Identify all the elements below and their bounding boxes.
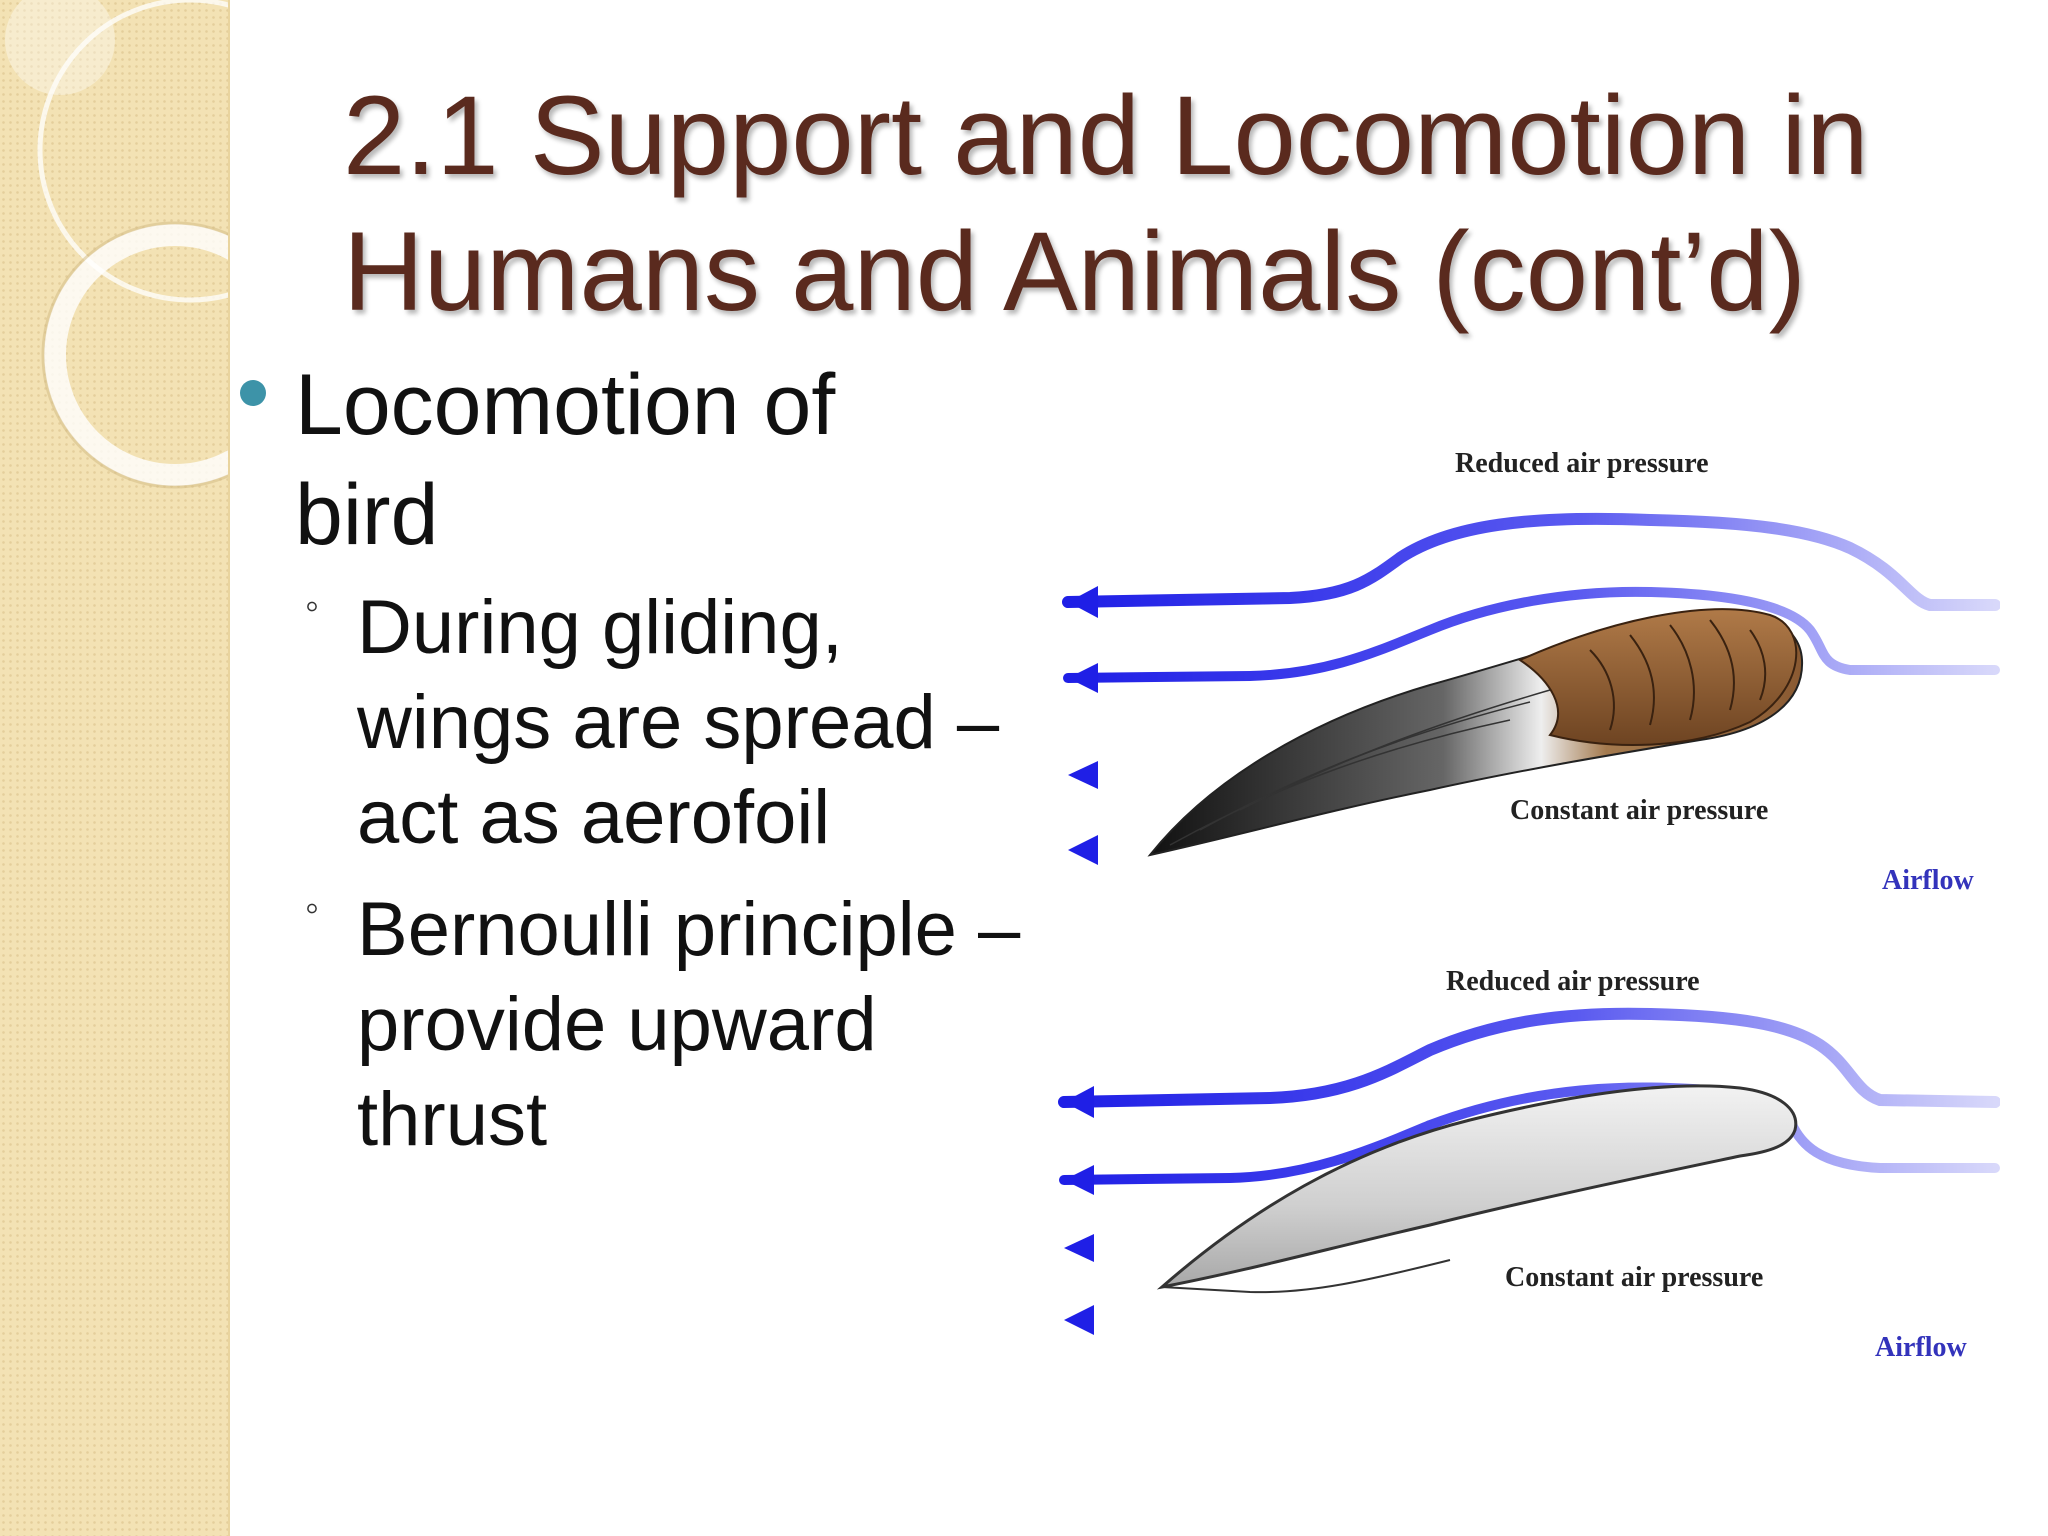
sub-bullet-text: During gliding, wings are spread – act a…	[357, 585, 1000, 860]
hollow-bullet-icon: ◦	[305, 886, 320, 930]
top-constant-pressure-label: Constant air pressure	[1510, 795, 1769, 826]
bottom-reduced-pressure-label: Reduced air pressure	[1446, 966, 1700, 997]
sub-bullet-text: Bernoulli principle – provide upward thr…	[357, 887, 1021, 1162]
top-airflow-label: Airflow	[1882, 865, 1974, 896]
sub-bullet-bernoulli: ◦ Bernoulli principle – provide upward t…	[305, 882, 1025, 1167]
sub-bullet-gliding: ◦ During gliding, wings are spread – act…	[305, 580, 1025, 865]
bullet-text: Locomotion of bird	[295, 357, 836, 563]
bottom-constant-pressure-label: Constant air pressure	[1505, 1262, 1764, 1293]
top-wing-diagram	[1062, 512, 2000, 865]
bullet-dot-icon	[240, 380, 266, 406]
bottom-aerofoil-diagram	[1058, 1007, 2000, 1335]
bottom-airflow-label: Airflow	[1875, 1332, 1967, 1363]
airflow-diagram-graphic	[1058, 512, 2000, 1335]
hollow-bullet-icon: ◦	[305, 584, 320, 628]
top-reduced-pressure-label: Reduced air pressure	[1455, 448, 1709, 479]
slide-title: 2.1 Support and Locomotion in Humans and…	[343, 73, 1869, 334]
decorative-rings	[5, 0, 228, 489]
airflow-diagram: Reduced air pressure Constant air pressu…	[1050, 330, 2000, 1380]
decorative-side-band	[0, 0, 230, 1536]
bullet-locomotion-of-bird: Locomotion of bird	[240, 350, 1000, 570]
